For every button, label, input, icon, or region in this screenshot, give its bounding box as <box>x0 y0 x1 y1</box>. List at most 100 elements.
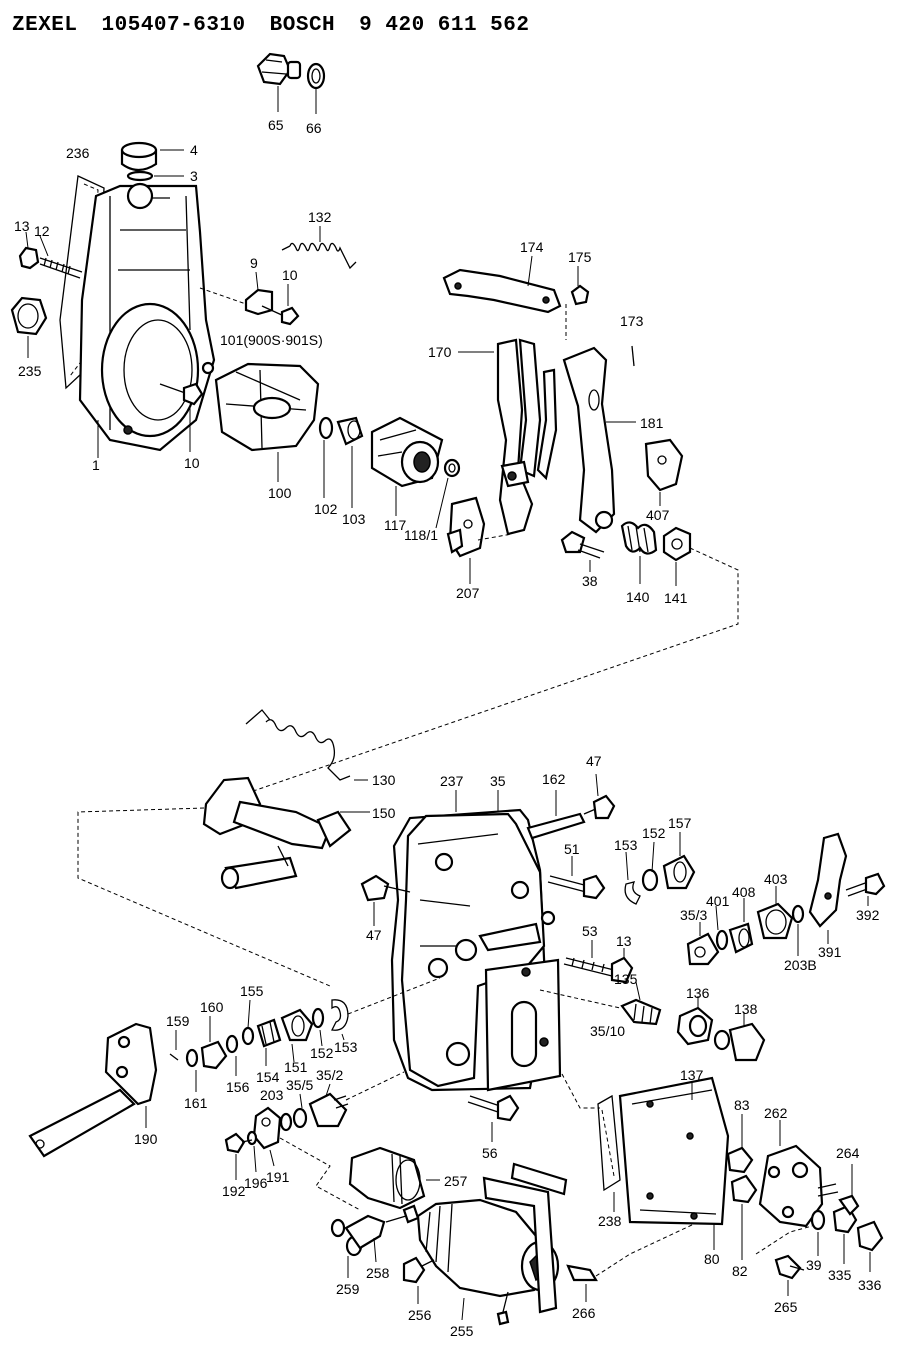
label-160: 160 <box>200 999 224 1015</box>
label-336: 336 <box>858 1277 882 1293</box>
diagram-header: ZEXEL 105407-6310 BOSCH 9 420 611 562 <box>12 14 529 48</box>
label-135: 135 <box>614 971 638 987</box>
part-153-lower-clip <box>331 999 349 1031</box>
part-3-seal <box>126 170 154 182</box>
part-257-bellows <box>348 1146 426 1210</box>
zexel-brand: ZEXEL <box>12 14 78 37</box>
part-196-washer <box>246 1130 258 1146</box>
label-39: 39 <box>806 1257 822 1273</box>
label-136: 136 <box>686 985 710 1001</box>
label-82: 82 <box>732 1263 748 1279</box>
label-265: 265 <box>774 1299 798 1315</box>
label-174: 174 <box>520 239 544 255</box>
part-192-screw <box>224 1132 253 1154</box>
part-266-link <box>566 1264 598 1282</box>
label-237: 237 <box>440 773 464 789</box>
part-38-bolt <box>560 530 605 559</box>
label-191: 191 <box>266 1169 290 1185</box>
bosch-part-number: 9 420 611 562 <box>359 14 530 37</box>
part-392-screw <box>845 872 886 897</box>
label-35: 35 <box>490 773 506 789</box>
part-1-housing <box>78 182 216 452</box>
label-203b: 203B <box>784 957 817 973</box>
label-35-5: 35/5 <box>286 1077 313 1093</box>
part-238-gasket <box>597 1094 621 1192</box>
part-103-sleeve <box>336 416 364 446</box>
label-150: 150 <box>372 805 396 821</box>
part-82-fitting <box>730 1174 758 1204</box>
label-53: 53 <box>582 923 598 939</box>
label-9: 9 <box>250 255 258 271</box>
label-132: 132 <box>308 209 332 225</box>
label-175: 175 <box>568 249 592 265</box>
part-160-bushing <box>200 1040 228 1070</box>
part-10-lower-screw <box>159 382 204 406</box>
label-4: 4 <box>190 142 198 158</box>
part-391-bracket <box>808 832 848 928</box>
part-207-bracket <box>446 496 486 558</box>
part-336-cap <box>856 1220 884 1252</box>
label-155: 155 <box>240 983 264 999</box>
label-102: 102 <box>314 501 338 517</box>
label-83: 83 <box>734 1097 750 1113</box>
part-35-3-fitting <box>686 932 720 966</box>
label-407: 407 <box>646 507 670 523</box>
part-153-clip <box>624 881 641 905</box>
part-181-lever <box>562 346 616 534</box>
part-10-screw <box>261 305 300 326</box>
part-101-pin <box>201 361 215 375</box>
part-13-bolt <box>18 246 40 270</box>
label-137: 137 <box>680 1067 704 1083</box>
label-256: 256 <box>408 1307 432 1323</box>
label-196: 196 <box>244 1175 268 1191</box>
label-101: 101(900S·901S) <box>220 332 323 348</box>
part-83-fitting <box>726 1146 754 1174</box>
label-10-upper: 10 <box>282 267 298 283</box>
part-51-screw <box>547 874 606 900</box>
label-170: 170 <box>428 344 452 360</box>
part-256-bolt <box>402 1256 435 1284</box>
label-192: 192 <box>222 1183 246 1199</box>
label-152-lower: 152 <box>310 1045 334 1061</box>
label-3: 3 <box>190 168 198 184</box>
part-174-lever <box>442 268 562 314</box>
part-130-spring <box>245 709 351 781</box>
label-153-lower: 153 <box>334 1039 358 1055</box>
label-80: 80 <box>704 1251 720 1267</box>
label-103: 103 <box>342 511 366 527</box>
part-138-cap <box>728 1022 766 1062</box>
part-13-nut <box>610 956 634 984</box>
part-258-bracket <box>344 1204 420 1250</box>
label-152-upper: 152 <box>642 825 666 841</box>
label-392: 392 <box>856 907 880 923</box>
part-35-5-washer <box>292 1107 308 1129</box>
part-9-bracket <box>244 288 274 316</box>
label-161: 161 <box>184 1095 208 1111</box>
label-13-lower: 13 <box>616 933 632 949</box>
part-12-stud <box>39 257 83 279</box>
label-153-upper: 153 <box>614 837 638 853</box>
label-257: 257 <box>444 1173 468 1189</box>
part-265-fitting <box>774 1254 805 1280</box>
label-190: 190 <box>134 1131 158 1147</box>
part-4-cap <box>120 141 158 172</box>
part-191-bracket <box>252 1106 282 1150</box>
part-140-spring <box>620 521 658 555</box>
bosch-brand: BOSCH <box>269 14 336 37</box>
label-154: 154 <box>256 1069 280 1085</box>
label-141: 141 <box>664 590 688 606</box>
label-335: 335 <box>828 1267 852 1283</box>
part-203-ring <box>279 1112 293 1132</box>
label-238: 238 <box>598 1213 622 1229</box>
part-65-nut <box>256 52 302 86</box>
part-190-lever <box>28 1022 158 1158</box>
part-408-spacer <box>728 922 754 954</box>
label-100: 100 <box>268 485 292 501</box>
part-161-washer <box>185 1048 199 1068</box>
zexel-part-number: 105407-6310 <box>101 14 246 37</box>
label-408: 408 <box>732 884 756 900</box>
part-159-pin <box>169 1053 179 1061</box>
label-10-lower: 10 <box>184 455 200 471</box>
part-235-nut <box>10 296 48 336</box>
part-175-nut <box>570 284 590 306</box>
